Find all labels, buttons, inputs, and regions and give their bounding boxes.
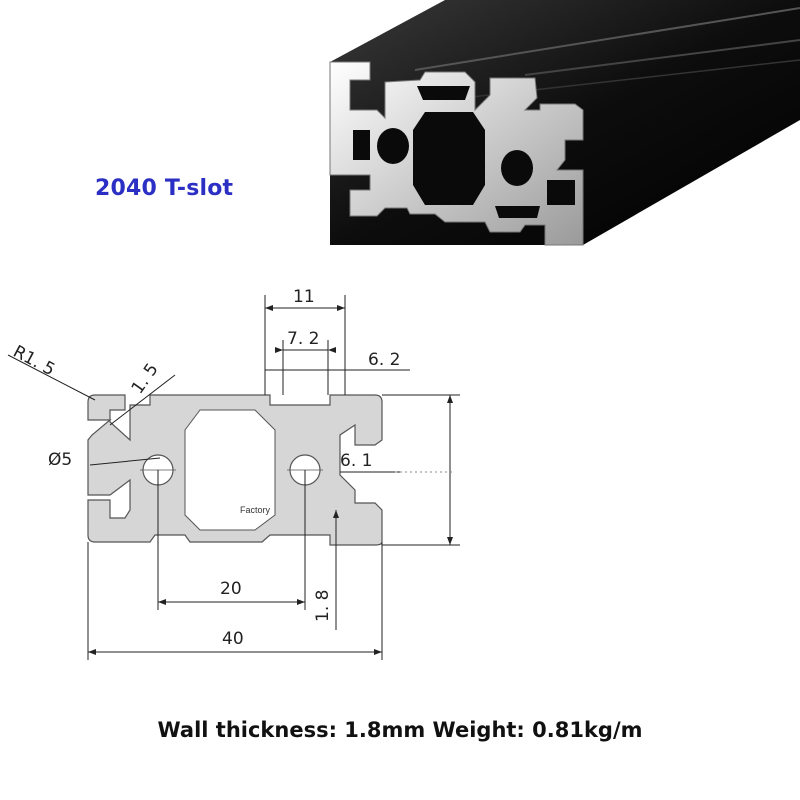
dim-total-width: 40 — [222, 629, 244, 649]
product-title: 2040 T-slot — [95, 176, 234, 201]
cross-section-drawing: 11 7. 2 6. 2 R1. 5 1. 5 Ø5 6. 1 20 1. 8 … — [7, 287, 460, 660]
watermark: Factory — [240, 505, 271, 515]
spec-caption: Wall thickness: 1.8mm Weight: 0.81kg/m — [157, 718, 643, 742]
dim-wall: 1. 8 — [313, 590, 333, 622]
dim-top-width: 11 — [293, 287, 315, 307]
dim-edge: 1. 5 — [128, 360, 163, 398]
dim-slot-inner: 6. 1 — [340, 451, 372, 471]
dim-slot-opening: 7. 2 — [287, 329, 319, 349]
dim-center-spacing: 20 — [220, 579, 242, 599]
dim-corner-radius: R1. 5 — [10, 342, 58, 380]
dim-hole: Ø5 — [48, 450, 72, 470]
dim-slot-depth: 6. 2 — [368, 350, 400, 370]
extrusion-photo — [329, 0, 800, 246]
